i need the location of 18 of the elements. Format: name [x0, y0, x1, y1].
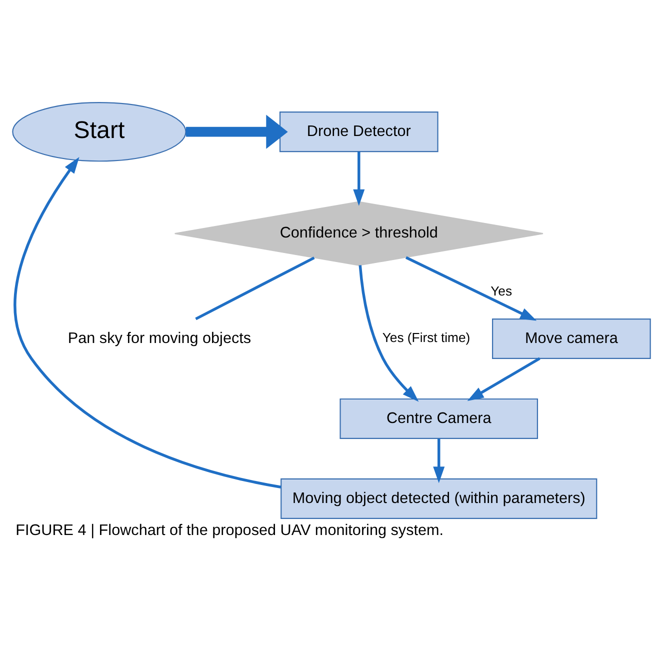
- arrow: [14, 156, 282, 488]
- arrow: [405, 256, 537, 320]
- node-diamond: Confidence > threshold: [174, 200, 544, 266]
- node-box: Moving object detected (within parameters): [280, 478, 598, 518]
- arrow: [467, 356, 540, 400]
- node-ellipse: Start: [12, 101, 186, 162]
- caption: FIGURE 4 | Flowchart of the proposed UAV monitoring system.: [16, 522, 444, 539]
- node-box: Move camera: [492, 318, 651, 359]
- node-box: Centre Camera: [340, 398, 538, 438]
- arrow: [186, 114, 288, 148]
- edge-label: Yes: [490, 283, 512, 298]
- edge-label: Yes (First time): [382, 330, 470, 345]
- arrow: [433, 438, 445, 483]
- node-text: Pan sky for moving objects: [68, 329, 252, 346]
- arrow: [358, 264, 419, 402]
- node-box: Drone Detector: [279, 111, 438, 152]
- connector: [195, 256, 315, 320]
- arrow: [353, 151, 365, 206]
